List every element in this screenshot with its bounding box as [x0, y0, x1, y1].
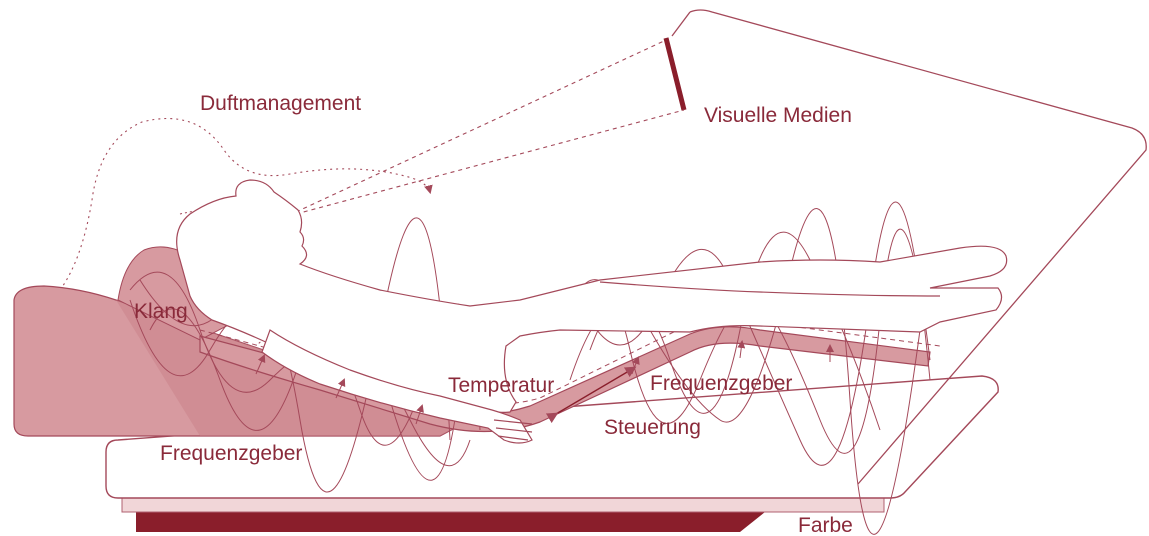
label-frequenzgeber-left: Frequenzgeber — [160, 442, 302, 465]
label-visuelle-medien: Visuelle Medien — [704, 104, 852, 127]
label-steuerung: Steuerung — [604, 416, 701, 439]
label-farbe: Farbe — [798, 514, 853, 536]
scent-path — [59, 118, 433, 291]
sight-line-bottom — [295, 109, 685, 215]
control-arrow — [545, 366, 637, 424]
visual-media-panel-edge — [671, 11, 691, 37]
lying-person-outline — [176, 179, 1008, 444]
color-base-bar — [136, 512, 765, 532]
label-temperatur: Temperatur — [448, 374, 554, 397]
screen-bar-icon — [663, 37, 687, 111]
label-duftmanagement: Duftmanagement — [200, 92, 361, 115]
visual-media-panel — [689, 9, 1147, 485]
label-frequenzgeber-right: Frequenzgeber — [650, 372, 792, 395]
label-klang: Klang — [134, 300, 188, 323]
arrow-up-icons — [255, 340, 834, 425]
bed-base-slab — [105, 375, 999, 499]
sight-line-top — [295, 39, 667, 213]
